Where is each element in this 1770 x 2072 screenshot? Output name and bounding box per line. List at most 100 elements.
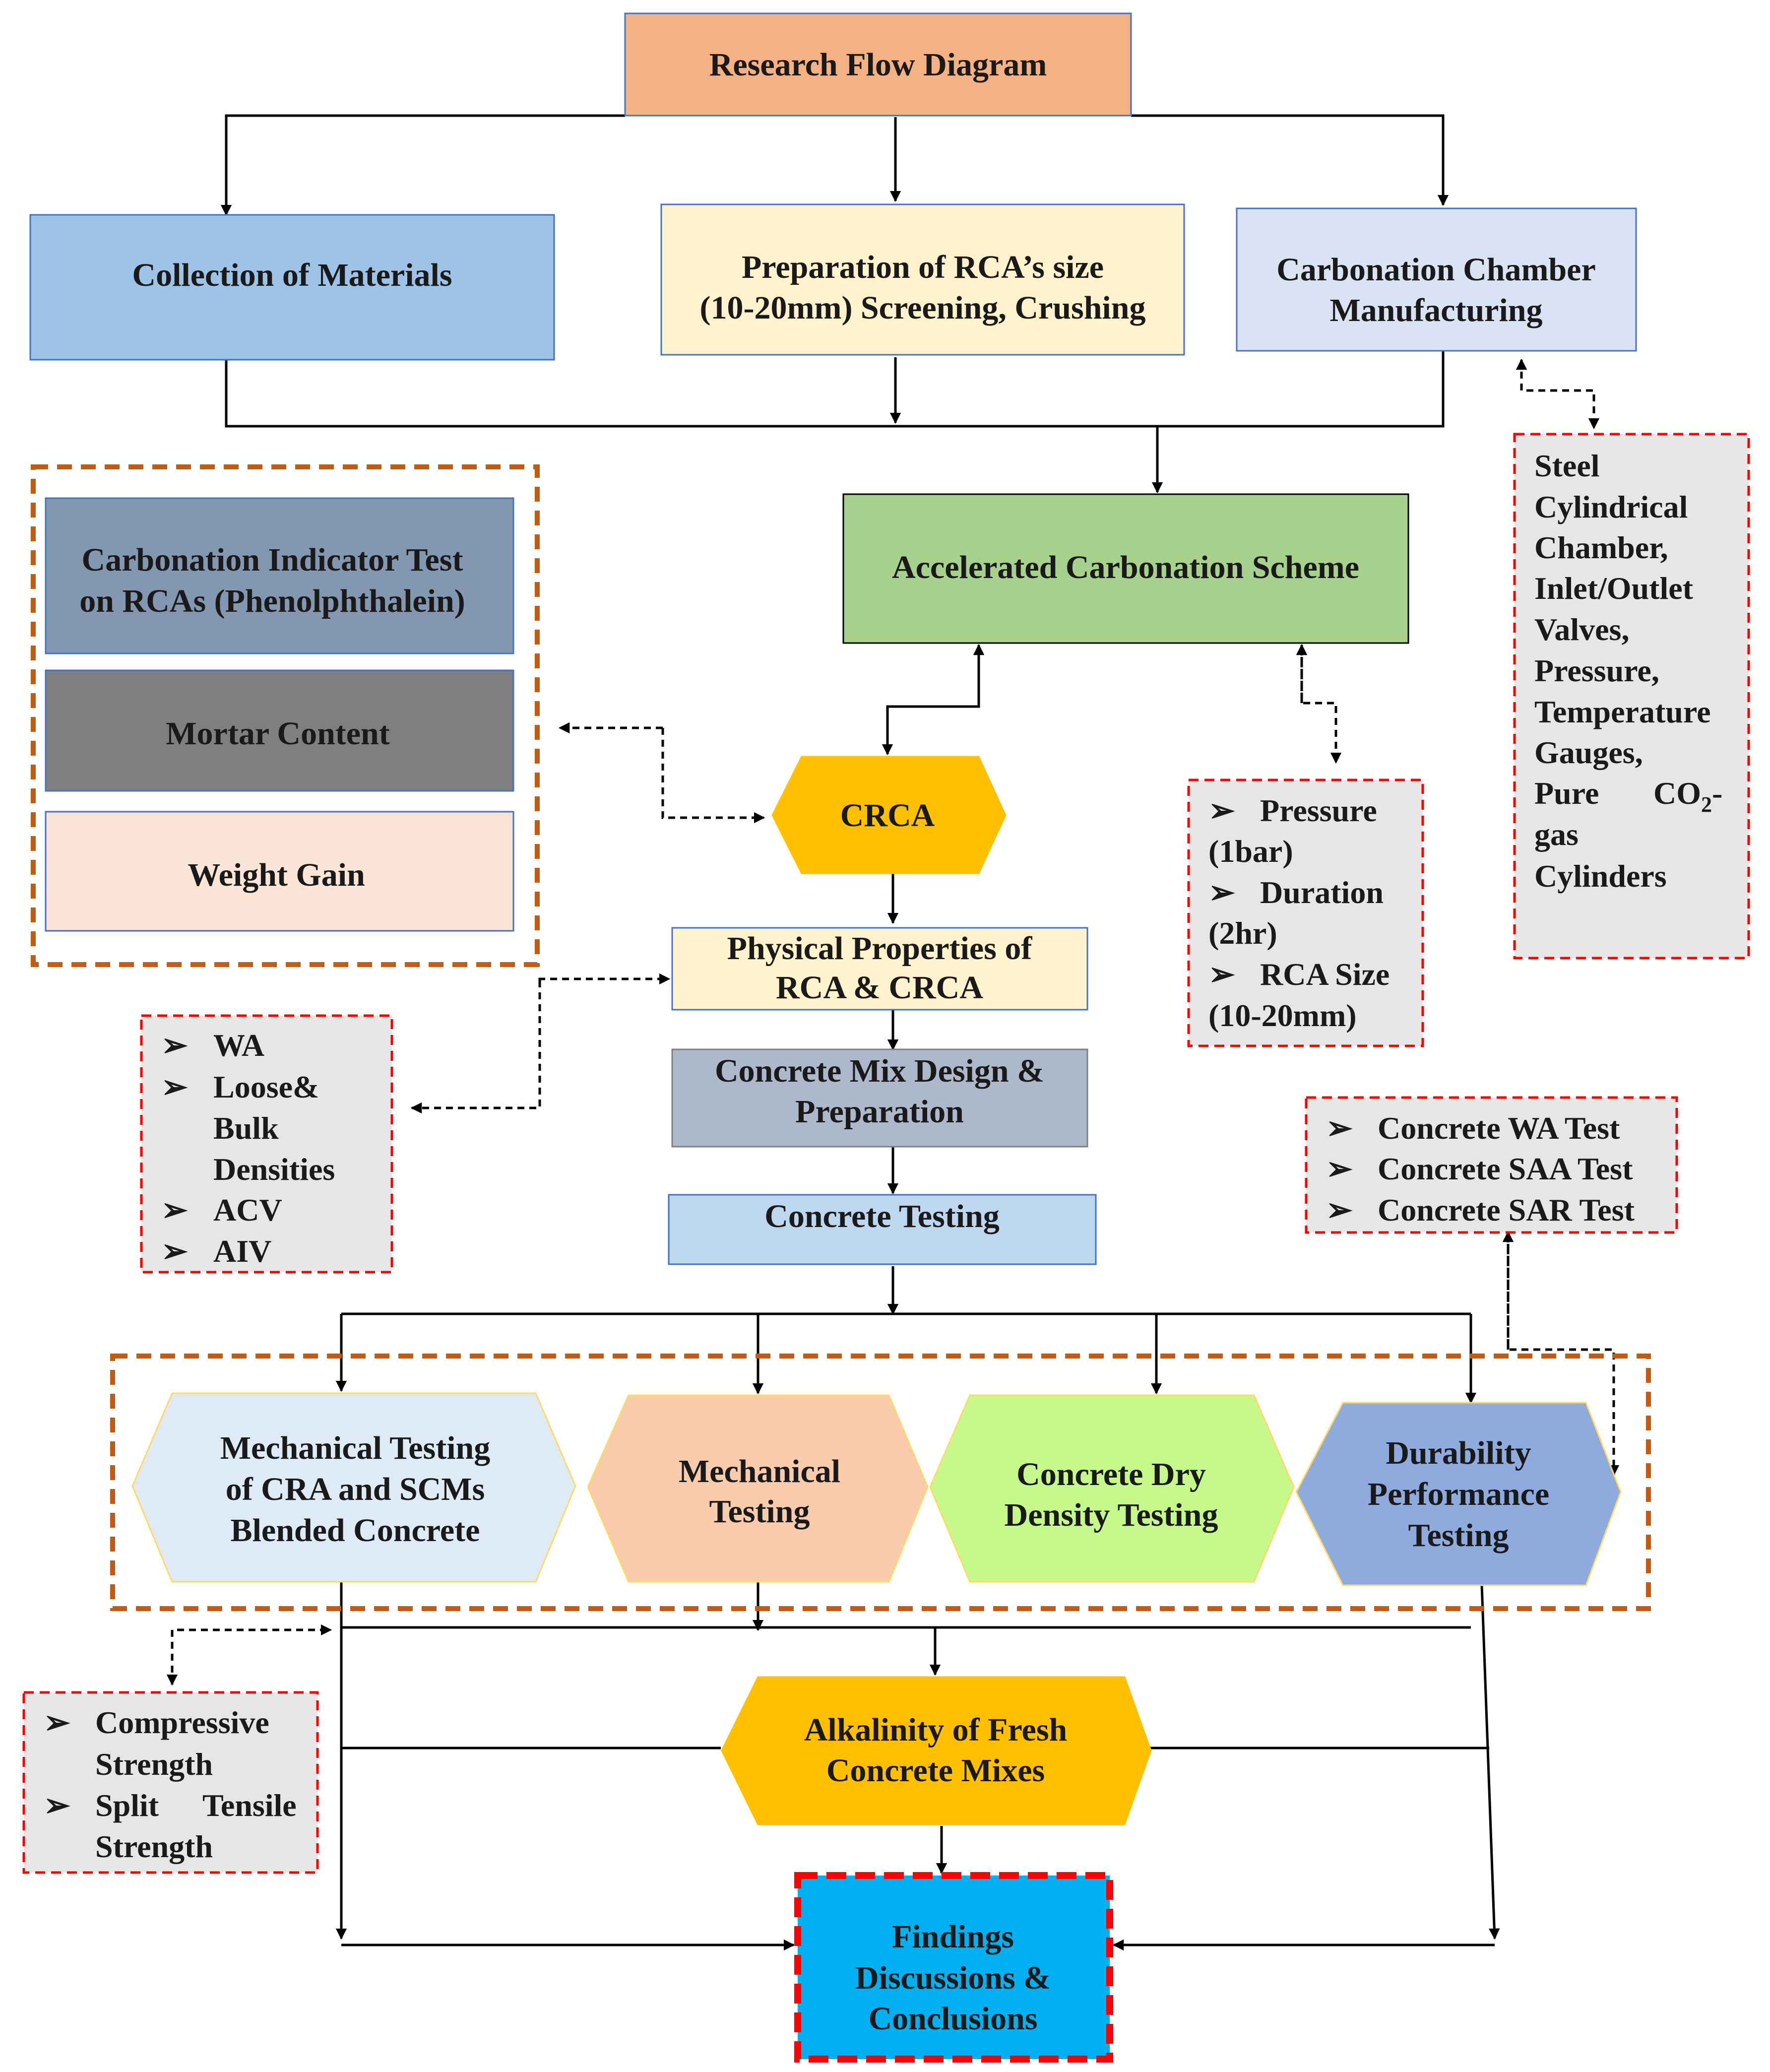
carbonation-params-note: ➢ Pressure (1bar) ➢ Duration (2hr) ➢ RCA… xyxy=(1187,778,1424,1047)
param-2b: (2hr) xyxy=(1208,915,1277,951)
collection-text: Collection of Materials xyxy=(132,257,452,293)
mortar-text: Mortar Content xyxy=(166,715,390,752)
phys-param-5: ACV xyxy=(213,1192,282,1228)
findings-line-3: Conclusions xyxy=(868,2001,1037,2037)
durability-line-2: Performance xyxy=(1368,1476,1549,1512)
svg-text:➢: ➢ xyxy=(161,1233,188,1269)
phys-param-4: Densities xyxy=(213,1152,335,1187)
indicator-box: Carbonation Indicator Test on RCAs (Phen… xyxy=(45,497,514,654)
dashed-accelerated-params xyxy=(1300,645,1342,764)
preparation-line-2: (10-20mm) Screening, Crushing xyxy=(700,290,1146,326)
param-1: Pressure xyxy=(1260,793,1377,828)
strength-params-note: ➢ Compressive Strength ➢ Split Tensile S… xyxy=(22,1691,319,1874)
physical-line-1: Physical Properties of xyxy=(727,930,1033,967)
physical-params-note: ➢ WA ➢ Loose& Bulk Densities ➢ ACV ➢ AIV xyxy=(140,1014,393,1274)
phys-param-3: Bulk xyxy=(213,1110,279,1146)
strength-param-1b: Strength xyxy=(95,1747,213,1782)
chamber-detail-4: Inlet/Outlet xyxy=(1534,571,1694,606)
chamber-detail-5: Valves, xyxy=(1534,612,1629,647)
phys-param-6: AIV xyxy=(213,1233,271,1269)
arrow-title-to-chamber xyxy=(1131,114,1449,206)
durability-test-1: Concrete WA Test xyxy=(1378,1110,1620,1146)
strength-param-2b: Strength xyxy=(95,1829,213,1864)
mech-cra-line-2: of CRA and SCMs xyxy=(226,1471,485,1507)
chamber-detail-11: Cylinders xyxy=(1534,858,1667,894)
chamber-detail-7: Temperature xyxy=(1534,694,1711,729)
chamber-detail-6: Pressure, xyxy=(1534,653,1659,688)
durability-test-2: Concrete SAA Test xyxy=(1378,1151,1633,1186)
arrow-title-to-collection xyxy=(220,114,625,216)
param-2: Duration xyxy=(1260,875,1384,910)
phys-param-2: Loose& xyxy=(213,1069,319,1104)
chamber-detail-co2: CO2- xyxy=(1653,776,1722,817)
durability-test-3: Concrete SAR Test xyxy=(1378,1192,1635,1228)
dry-hexagon: Concrete Dry Density Testing xyxy=(929,1394,1295,1583)
svg-text:➢: ➢ xyxy=(161,1028,188,1063)
svg-text:➢: ➢ xyxy=(1326,1110,1353,1146)
chamber-detail-9: Pure xyxy=(1534,776,1599,811)
param-bullet-3: ➢ xyxy=(1208,957,1235,992)
dashed-tests-crca xyxy=(661,728,765,824)
mech-line-2: Testing xyxy=(709,1493,810,1530)
durability-tests-note: ➢ Concrete WA Test ➢ Concrete SAA Test ➢… xyxy=(1305,1096,1678,1234)
mix-design-box: Concrete Mix Design & Preparation xyxy=(671,1048,1088,1148)
alkalinity-line-1: Alkalinity of Fresh xyxy=(804,1712,1067,1748)
collection-box: Collection of Materials xyxy=(29,214,555,361)
strength-param-2: Split xyxy=(95,1788,159,1823)
crca-hexagon: CRCA xyxy=(771,756,1007,874)
weight-box: Weight Gain xyxy=(45,811,514,932)
mech-line-1: Mechanical xyxy=(679,1453,840,1489)
dry-line-2: Density Testing xyxy=(1005,1497,1218,1533)
connectors xyxy=(166,114,1620,1951)
weight-text: Weight Gain xyxy=(188,857,365,893)
durability-hexagon: Durability Performance Testing xyxy=(1295,1402,1622,1586)
chamber-detail-1: Steel xyxy=(1534,448,1600,483)
param-3b: (10-20mm) xyxy=(1208,998,1357,1033)
mix-line-1: Concrete Mix Design & xyxy=(715,1053,1044,1089)
rca-tests-group xyxy=(31,464,540,967)
accelerated-text: Accelerated Carbonation Scheme xyxy=(892,549,1359,585)
mix-line-2: Preparation xyxy=(795,1094,964,1130)
svg-text:➢: ➢ xyxy=(1326,1151,1353,1186)
mortar-box: Mortar Content xyxy=(45,669,514,792)
dashed-chamber-details xyxy=(1520,360,1600,430)
chamber-detail-2: Cylindrical xyxy=(1534,489,1688,524)
preparation-line-1: Preparation of RCA’s size xyxy=(742,249,1104,285)
svg-text:➢: ➢ xyxy=(161,1069,188,1104)
chamber-box: Carbonation Chamber Manufacturing xyxy=(1236,207,1637,352)
svg-text:➢: ➢ xyxy=(161,1192,188,1228)
param-bullet-2: ➢ xyxy=(1208,875,1235,910)
arrow-accelerated-to-crca xyxy=(882,705,979,756)
param-bullet-1: ➢ xyxy=(1208,793,1235,828)
chamber-details-note: Steel Cylindrical Chamber, Inlet/Outlet … xyxy=(1513,433,1750,960)
right-trunk xyxy=(1480,1585,1500,1940)
durability-line-3: Testing xyxy=(1408,1517,1509,1554)
dashed-strength-params xyxy=(171,1624,332,1684)
title-text: Research Flow Diagram xyxy=(709,47,1047,83)
physical-box: Physical Properties of RCA & CRCA xyxy=(671,927,1088,1011)
testing-text: Concrete Testing xyxy=(764,1198,1000,1234)
merge-line xyxy=(225,351,1445,428)
findings-box: Findings Discussions & Conclusions xyxy=(794,1872,1113,2063)
svg-text:➢: ➢ xyxy=(44,1705,70,1740)
mech-hexagon: Mechanical Testing xyxy=(587,1394,929,1583)
chamber-line-2: Manufacturing xyxy=(1330,292,1543,328)
crca-text: CRCA xyxy=(840,797,935,834)
strength-param-1: Compressive xyxy=(95,1705,269,1740)
chamber-detail-3: Chamber, xyxy=(1534,530,1668,565)
svg-text:➢: ➢ xyxy=(1326,1192,1353,1228)
mech-cra-line-1: Mechanical Testing xyxy=(220,1430,491,1466)
mech-cra-line-3: Blended Concrete xyxy=(231,1512,480,1549)
indicator-line-2: on RCAs (Phenolphthalein) xyxy=(79,583,465,619)
phys-param-1: WA xyxy=(213,1028,264,1063)
chamber-detail-10: gas xyxy=(1534,817,1579,852)
param-1b: (1bar) xyxy=(1208,834,1293,869)
preparation-box: Preparation of RCA’s size (10-20mm) Scre… xyxy=(660,203,1185,356)
dry-line-1: Concrete Dry xyxy=(1016,1456,1206,1492)
testing-box: Concrete Testing xyxy=(668,1194,1097,1265)
alkalinity-line-2: Concrete Mixes xyxy=(826,1752,1045,1789)
findings-line-2: Discussions & xyxy=(855,1960,1051,1996)
mech-cra-hexagon: Mechanical Testing of CRA and SCMs Blend… xyxy=(131,1392,576,1583)
alkalinity-hexagon: Alkalinity of Fresh Concrete Mixes xyxy=(721,1676,1152,1825)
